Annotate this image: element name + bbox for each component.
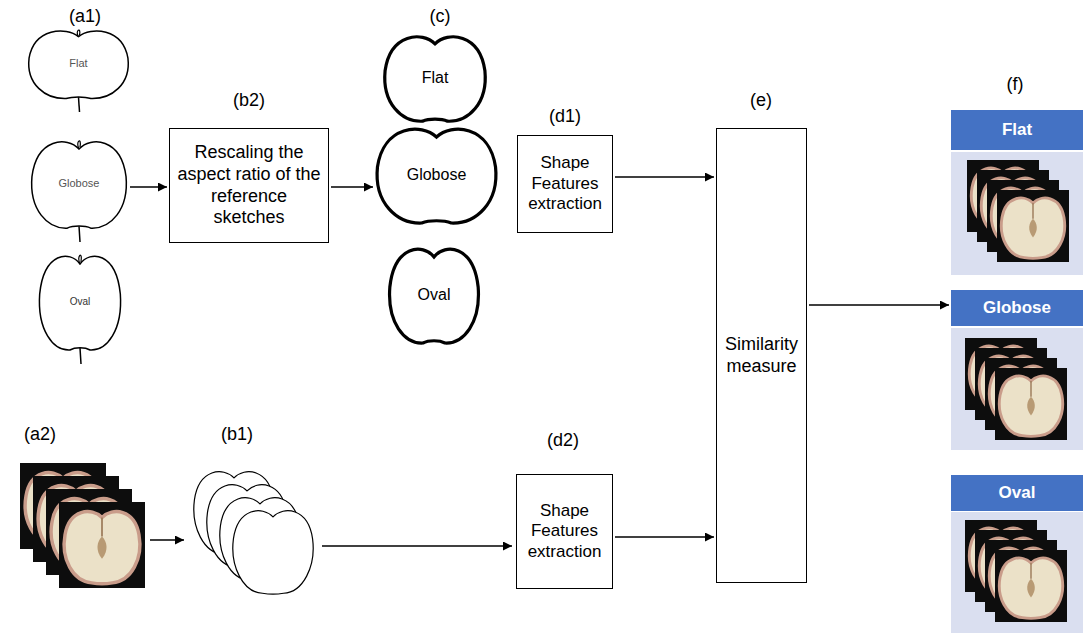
apple-outline-path bbox=[39, 256, 120, 350]
process-box: Rescaling the aspect ratio of the refere… bbox=[169, 128, 329, 243]
node-text: Globose bbox=[407, 165, 467, 184]
class-header: Oval bbox=[951, 475, 1083, 511]
flow-arrow bbox=[809, 304, 949, 305]
apple-outline-path bbox=[377, 129, 496, 223]
node-text: Flat bbox=[1002, 120, 1032, 140]
apple-stem bbox=[79, 226, 80, 242]
panel-label: (d1) bbox=[549, 106, 581, 127]
contour-sketch bbox=[233, 511, 313, 594]
apple-calyx bbox=[77, 30, 80, 37]
node-text: Rescaling the aspect ratio of the refere… bbox=[174, 142, 324, 228]
flow-arrow bbox=[150, 539, 184, 540]
flow-arrow bbox=[331, 186, 373, 187]
process-box: Similarity measure bbox=[716, 128, 807, 583]
node-text: Flat bbox=[69, 57, 87, 70]
panel-label: (e) bbox=[750, 90, 772, 111]
panel-label: (f) bbox=[1007, 74, 1024, 95]
result-panel bbox=[951, 152, 1083, 275]
node-text: Globose bbox=[59, 177, 100, 190]
apple-photo bbox=[995, 550, 1067, 622]
node-text: Shape Features extraction bbox=[522, 153, 608, 214]
apple-stem bbox=[79, 97, 80, 112]
apple-stem bbox=[80, 348, 81, 364]
panel-label: (d2) bbox=[547, 430, 579, 451]
panel-label: (c) bbox=[430, 6, 451, 27]
reference-sketch: Oval bbox=[38, 252, 122, 352]
panel-label: (b1) bbox=[221, 424, 253, 445]
apple-photo bbox=[59, 502, 145, 588]
flow-arrow bbox=[615, 176, 714, 177]
apple-outline-path bbox=[32, 142, 127, 228]
rescaled-sketch: Oval bbox=[388, 245, 480, 345]
process-box: Shape Features extraction bbox=[517, 135, 613, 233]
node-text: Globose bbox=[983, 298, 1051, 318]
apple-outline-path bbox=[385, 37, 485, 121]
class-header: Flat bbox=[951, 110, 1083, 150]
panel-label: (b2) bbox=[233, 90, 265, 111]
panel-label: (a2) bbox=[24, 424, 56, 445]
apple-outline-path bbox=[390, 249, 479, 343]
apple-outline-path bbox=[29, 31, 129, 99]
rescaled-sketch: Flat bbox=[383, 33, 487, 123]
node-text: Flat bbox=[422, 68, 449, 87]
node-text: Oval bbox=[418, 285, 451, 304]
apple-photo bbox=[997, 190, 1069, 262]
rescaled-sketch: Globose bbox=[375, 125, 498, 225]
flow-arrow bbox=[322, 545, 512, 546]
node-text: Similarity measure bbox=[721, 334, 802, 377]
panel-label: (a1) bbox=[69, 6, 101, 27]
result-panel bbox=[951, 512, 1083, 633]
process-box: Shape Features extraction bbox=[516, 474, 613, 589]
apple-calyx bbox=[79, 255, 82, 264]
class-header: Globose bbox=[951, 290, 1083, 326]
reference-sketch: Globose bbox=[30, 138, 128, 230]
node-text: Oval bbox=[999, 483, 1036, 503]
flow-arrow bbox=[130, 186, 167, 187]
result-panel bbox=[951, 328, 1083, 450]
apple-photo bbox=[995, 368, 1067, 440]
node-text: Shape Features extraction bbox=[521, 501, 608, 562]
flow-arrow bbox=[615, 536, 714, 537]
apple-calyx bbox=[78, 141, 81, 149]
reference-sketch: Flat bbox=[27, 28, 130, 100]
node-text: Oval bbox=[70, 296, 91, 308]
